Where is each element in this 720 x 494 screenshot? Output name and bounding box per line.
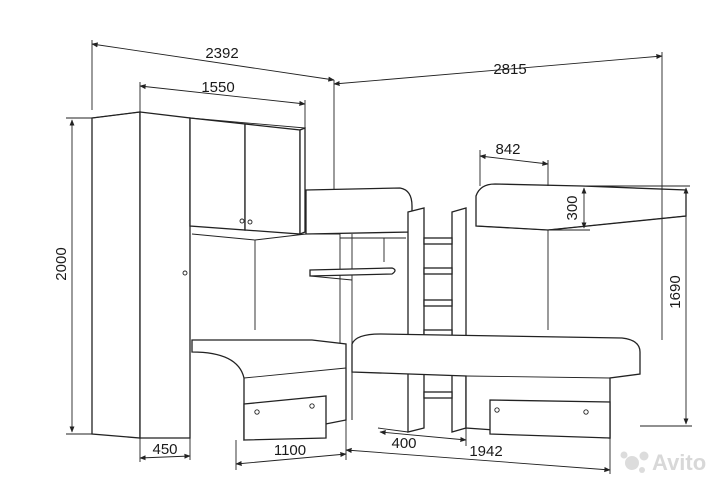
dim-line-450 <box>139 453 191 461</box>
tall-wardrobe <box>91 111 191 439</box>
avito-watermark: Avito <box>620 450 706 475</box>
cabinet-door-left <box>189 117 246 231</box>
watermark-text: Avito <box>652 450 706 475</box>
dim-label-1942: 1942 <box>469 443 502 460</box>
cabinet-door-right <box>244 123 301 235</box>
upper-bunk-left-rail <box>305 187 413 235</box>
dim-label-1690: 1690 <box>667 275 684 308</box>
ladder-right-rail <box>451 207 467 433</box>
drawer-left <box>243 395 327 441</box>
cabinet-knob-right <box>247 219 253 225</box>
lower-bed-right <box>351 333 641 439</box>
dim-label-2000: 2000 <box>53 247 70 280</box>
bunk-bed-set <box>91 111 687 441</box>
wardrobe-knob <box>182 270 188 276</box>
dim-line-1550 <box>139 84 306 106</box>
dim-label-842: 842 <box>495 141 520 158</box>
dimension-lines <box>66 40 692 474</box>
dim-label-2815: 2815 <box>493 61 526 78</box>
dim-label-400: 400 <box>391 435 416 452</box>
upper-bunk-right <box>475 183 687 330</box>
ladder <box>407 207 467 433</box>
wardrobe-side-panel <box>91 111 141 439</box>
dim-line-2392 <box>91 42 335 82</box>
left-bed-back-panel <box>191 233 340 330</box>
drawer-left-knob-2 <box>309 403 315 409</box>
drawer-right <box>489 399 611 439</box>
lower-bed-left <box>191 339 347 441</box>
wardrobe-door <box>139 111 191 439</box>
ladder-left-rail <box>407 207 425 433</box>
upper-bunk-right-rail <box>475 183 687 231</box>
cabinet-knob-left <box>239 218 245 224</box>
avito-logo-icon <box>620 451 649 473</box>
dim-label-450: 450 <box>152 441 177 458</box>
dim-label-1550: 1550 <box>201 79 234 96</box>
drawer-right-knob-1 <box>494 407 500 413</box>
dim-label-1100: 1100 <box>274 442 306 459</box>
drawer-left-knob-1 <box>254 409 260 415</box>
upper-bunk-left <box>305 187 413 420</box>
drawer-right-knob-2 <box>583 409 589 415</box>
dim-line-400 <box>379 430 467 442</box>
dim-line-2815 <box>333 53 663 87</box>
side-shelf <box>309 267 396 277</box>
dim-line-842 <box>479 154 549 166</box>
dim-line-1100 <box>235 452 347 466</box>
dimension-labels: 2392 1550 2815 842 300 2000 1690 450 110… <box>53 45 684 460</box>
dim-label-2392: 2392 <box>205 45 238 62</box>
dim-line-1942 <box>345 447 611 473</box>
top-cabinet <box>189 117 306 235</box>
dim-label-300: 300 <box>564 195 581 220</box>
